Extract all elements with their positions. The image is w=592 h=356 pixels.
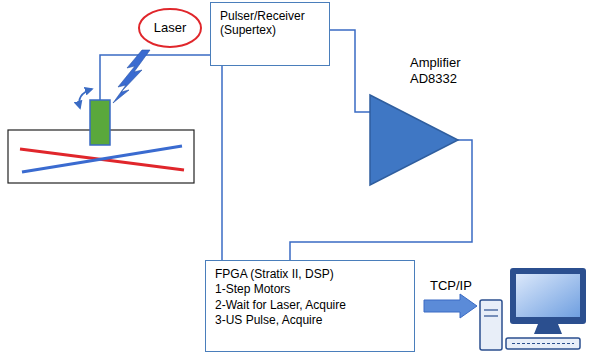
motion-arrow [79,89,92,108]
monitor-screen [516,274,580,317]
blue-target-line [22,146,182,172]
pulser-receiver-box: Pulser/Receiver (Supertex) [210,2,330,66]
computer-tower [480,300,502,350]
amplifier-outline [370,95,458,185]
node-title: Amplifier AD8332 [410,55,474,86]
keyboard [506,338,580,349]
signal-wire [330,30,370,112]
node-title: FPGA (Stratix II, DSP) [215,267,405,281]
node-title: Pulser/Receiver (Supertex) [220,9,320,38]
laser-bolt [113,50,150,103]
tower-slot [484,309,498,310]
protocol-label: TCP/IP [430,278,472,294]
node-step: 3-US Pulse, Acquire [215,313,405,327]
tcp-ip-arrow [424,294,477,318]
fpga-box: FPGA (Stratix II, DSP)1-Step Motors 2-Wai… [205,260,415,352]
laser-outline [139,9,201,47]
computer-icon [480,268,586,350]
amplifier-triangle: Amplifier AD8332 [370,95,458,185]
signal-wire [221,66,223,260]
keyboard-keys [512,343,574,344]
node-step: 1-Step Motors [215,282,405,296]
transducer [90,100,110,145]
monitor-stand [534,324,562,334]
laser-source: Laser [138,8,202,48]
transducer-wire [100,55,210,100]
amplifier-shape [370,95,458,185]
tower-slot [484,315,498,316]
node-title: Laser [154,20,187,36]
monitor-frame [510,268,586,324]
node-step: 2-Wait for Laser, Acquire [215,298,405,312]
